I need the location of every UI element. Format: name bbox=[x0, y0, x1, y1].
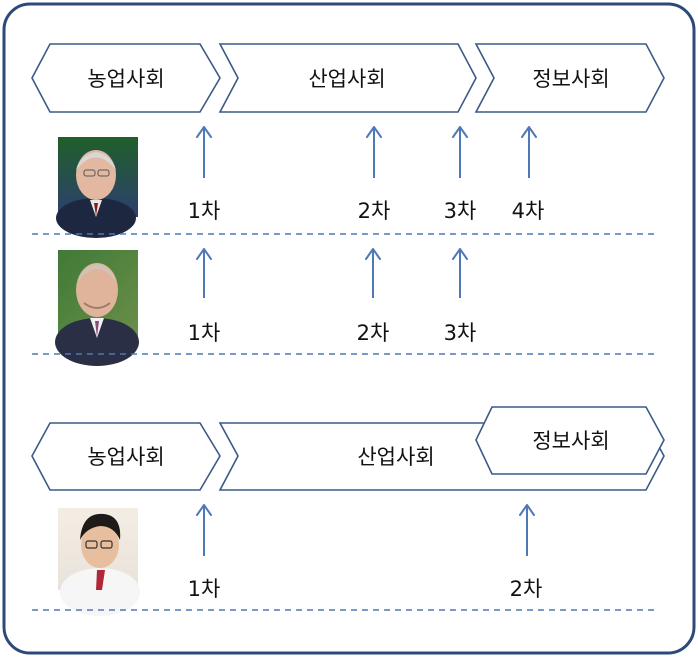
stage-agricultural bbox=[31, 422, 221, 491]
arrow-head-r2-2 bbox=[365, 248, 381, 260]
stage-industrial-label: 산업사회 bbox=[357, 445, 434, 469]
person-photo-1 bbox=[56, 137, 138, 238]
stage-agricultural-label: 농업사회 bbox=[87, 445, 164, 469]
stage-information bbox=[474, 43, 665, 113]
arrow-head-r2-1 bbox=[196, 248, 212, 260]
revolution-label: 2차 bbox=[510, 577, 543, 601]
revolution-label: 2차 bbox=[358, 199, 391, 223]
bottom-timeline: 농업사회 산업사회 정보사회 bbox=[31, 406, 665, 491]
arrow-head-r3-2 bbox=[519, 504, 535, 516]
person-photo-2 bbox=[55, 250, 139, 366]
arrow-head-r3-1 bbox=[196, 504, 212, 516]
stage-industrial bbox=[218, 43, 477, 113]
row-1: 1차 2차 3차 4차 bbox=[56, 126, 545, 238]
row-3: 1차 2차 bbox=[58, 504, 543, 616]
revolution-label: 1차 bbox=[188, 577, 221, 601]
arrow-head-r1-4 bbox=[521, 126, 537, 138]
revolution-label: 3차 bbox=[444, 321, 477, 345]
stage-agricultural-label: 농업사회 bbox=[87, 67, 164, 91]
stage-information-label: 정보사회 bbox=[532, 429, 609, 453]
arrow-head-r1-3 bbox=[452, 126, 468, 138]
stage-industrial-label: 산업사회 bbox=[308, 67, 385, 91]
revolution-label: 4차 bbox=[512, 199, 545, 223]
stage-agricultural bbox=[31, 43, 221, 113]
revolution-label: 1차 bbox=[188, 199, 221, 223]
stage-information-label: 정보사회 bbox=[532, 67, 609, 91]
arrow-head-r2-3 bbox=[452, 248, 468, 260]
revolution-label: 3차 bbox=[444, 199, 477, 223]
person-photo-3 bbox=[58, 508, 140, 616]
top-timeline: 농업사회 산업사회 정보사회 bbox=[31, 43, 665, 113]
stage-information bbox=[475, 406, 665, 475]
arrow-head-r1-2 bbox=[366, 126, 382, 138]
row-2: 1차 2차 3차 bbox=[55, 248, 477, 366]
revolution-label: 2차 bbox=[357, 321, 390, 345]
revolution-label: 1차 bbox=[188, 321, 221, 345]
arrow-head-r1-1 bbox=[196, 126, 212, 138]
